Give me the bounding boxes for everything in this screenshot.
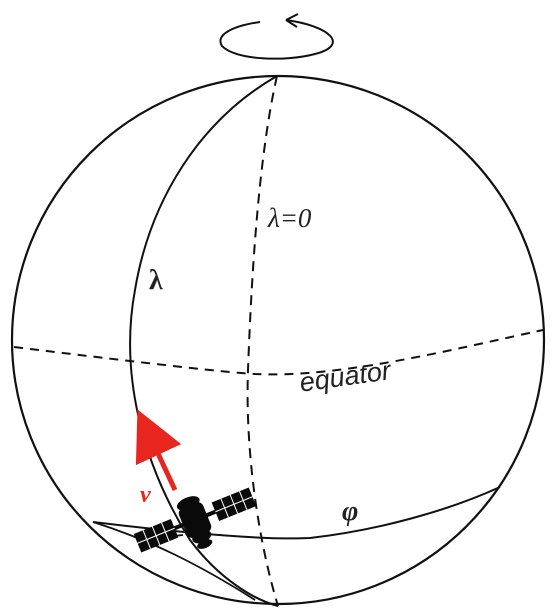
longitude-meridian-line <box>129 75 279 607</box>
label-latitude: φ <box>342 496 359 527</box>
latitude-circle-line <box>92 486 501 540</box>
satellite-icon <box>133 487 257 553</box>
prime-meridian-line <box>246 75 279 607</box>
auxiliary-line <box>92 521 256 601</box>
velocity-arrow <box>135 409 182 492</box>
label-velocity: v <box>140 482 151 508</box>
label-longitude: λ <box>149 265 163 296</box>
rotation-arrow-icon <box>219 13 334 60</box>
equator-line <box>13 329 544 376</box>
label-meridian-zero: λ=0 <box>268 203 312 233</box>
earth-sphere <box>10 74 546 606</box>
